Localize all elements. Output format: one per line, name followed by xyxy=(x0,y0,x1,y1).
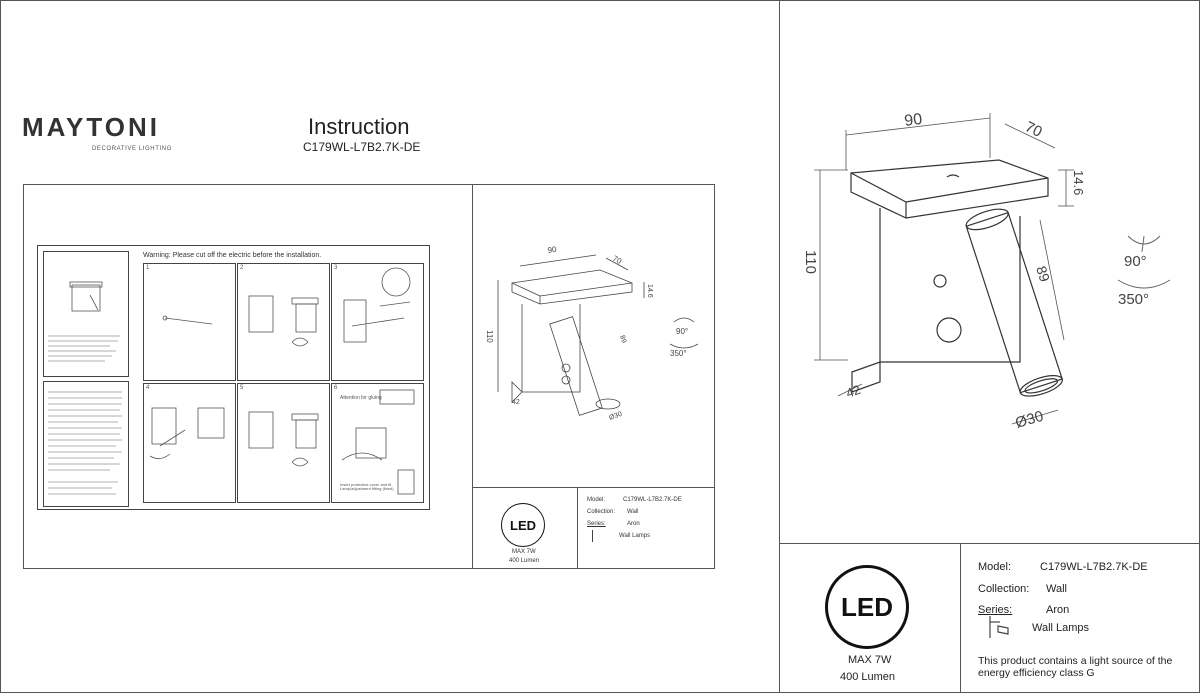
collection-value: Wall xyxy=(1046,583,1067,595)
dim-arm-length: 89 xyxy=(1033,264,1053,284)
dim-base: 42 xyxy=(844,382,863,401)
max-power: MAX 7W xyxy=(848,654,892,666)
step-number-1: 1 xyxy=(146,265,150,271)
small-dim-arm: 89 xyxy=(618,334,627,344)
dim-tilt: 90° xyxy=(1124,253,1147,270)
small-model-label: Model: xyxy=(587,497,606,503)
small-dim-tilt: 90° xyxy=(676,327,688,336)
small-type-value: Wall Lamps xyxy=(619,533,651,539)
product-thumb-box xyxy=(43,251,129,377)
inner-sheet-frame xyxy=(23,184,715,569)
step-number-2: 2 xyxy=(240,265,244,271)
lumen-output: 400 Lumen xyxy=(840,671,896,683)
step-panel-5 xyxy=(237,383,330,503)
dim-rotation: 350° xyxy=(1118,291,1149,308)
step-panel-1 xyxy=(143,263,236,381)
series-value: Aron xyxy=(1046,604,1070,616)
small-dim-rotation: 350° xyxy=(670,349,687,358)
small-series-label: Series: xyxy=(587,521,606,527)
small-collection-value: Wall xyxy=(627,509,639,515)
brand-tagline: DECORATIVE LIGHTING xyxy=(92,146,172,152)
inner-sheet-divider xyxy=(472,184,473,569)
model-value: C179WL-L7B2.7K-DE xyxy=(1040,561,1148,573)
wall-lamp-icon xyxy=(989,616,1009,638)
note-cover: Insert protective cover and fit Lamp/adj… xyxy=(340,482,394,492)
inner-spec-divider-v xyxy=(577,487,578,569)
step-number-3: 3 xyxy=(334,265,338,271)
step-panel-4 xyxy=(143,383,236,503)
spec-divider-mid xyxy=(960,543,961,693)
collection-label: Collection: xyxy=(978,583,1030,595)
note-gluing: Attention for gluing xyxy=(340,395,382,401)
small-led-text: LED xyxy=(510,517,536,533)
step-number-6: 6 xyxy=(334,385,338,391)
dim-width: 90 xyxy=(903,111,923,130)
small-max-power: MAX 7W xyxy=(512,549,536,555)
series-label: Series: xyxy=(978,604,1013,616)
step-panel-2 xyxy=(237,263,330,381)
type-value: Wall Lamps xyxy=(1032,622,1090,634)
small-dim-height: 110 xyxy=(485,330,494,343)
model-label: Model: xyxy=(978,561,1012,573)
text-notes-box xyxy=(43,381,129,507)
vertical-divider xyxy=(779,0,780,693)
brand-logo: MAYTONI xyxy=(22,112,161,142)
instruction-steps-sheet xyxy=(37,245,430,510)
small-lumen: 400 Lumen xyxy=(509,558,540,564)
dim-depth: 70 xyxy=(1022,118,1044,141)
step-number-5: 5 xyxy=(240,385,244,391)
step-panel-6 xyxy=(331,383,424,503)
step-panel-3 xyxy=(331,263,424,381)
dim-diameter: Ø30 xyxy=(1013,408,1045,432)
small-collection-label: Collection: xyxy=(587,509,616,515)
spec-divider-top xyxy=(779,543,1200,544)
small-series-value: Aron xyxy=(627,521,640,527)
led-badge: LED xyxy=(825,565,909,649)
small-dim-diameter: Ø30 xyxy=(608,411,623,422)
dim-plate-height: 14.6 xyxy=(1071,170,1086,195)
small-wall-lamp-icon xyxy=(592,530,595,542)
small-model-value: C179WL-L7B2.7K-DE xyxy=(623,497,682,503)
led-text: LED xyxy=(841,591,893,622)
step-number-4: 4 xyxy=(146,385,150,391)
model-code: C179WL-L7B2.7K-DE xyxy=(303,140,421,154)
small-dim-base: 42 xyxy=(512,399,520,406)
small-dim-width: 90 xyxy=(547,245,558,255)
dim-height: 110 xyxy=(802,250,819,274)
small-dim-plate: 14.6 xyxy=(646,284,653,298)
page-title: Instruction xyxy=(308,114,410,139)
inner-spec-divider xyxy=(472,487,715,488)
warning-text: Warning: Please cut off the electric bef… xyxy=(143,252,322,259)
energy-class-note: This product contains a light source of … xyxy=(978,655,1173,680)
small-led-badge: LED xyxy=(501,503,545,547)
